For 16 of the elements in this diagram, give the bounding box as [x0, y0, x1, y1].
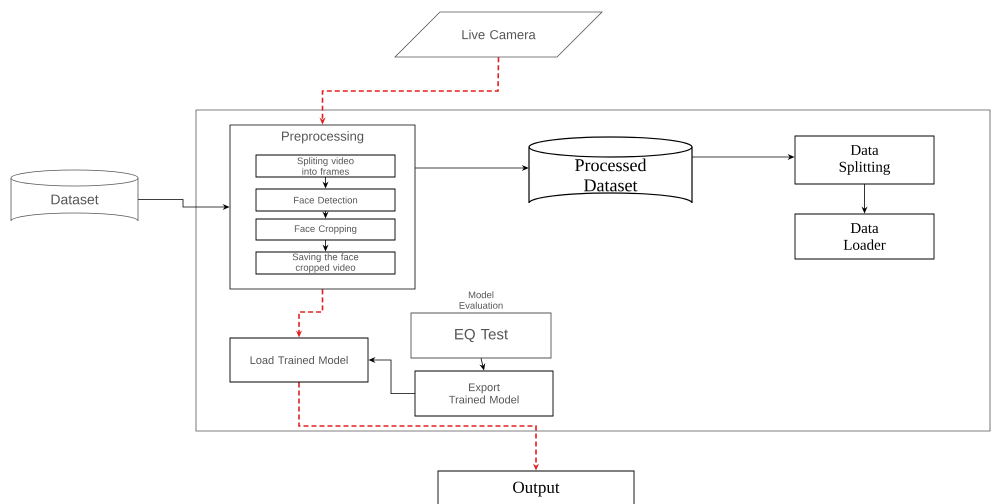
process-box: Data Loader	[794, 214, 934, 260]
box-heading: Model Evaluation	[460, 291, 503, 309]
database-cylinder: Dataset	[10, 170, 138, 222]
process-box: EQ Test	[410, 312, 552, 358]
process-box: Export Trained Model	[414, 370, 554, 416]
node-label: Dataset	[52, 194, 99, 204]
output-box: Output	[438, 470, 634, 504]
step-box: Spliting video into frames	[256, 154, 396, 178]
step-box: Face Detection	[256, 188, 396, 212]
system-frame	[196, 110, 990, 432]
process-box: Data Splitting	[794, 136, 934, 184]
process-box: Load Trained Model	[230, 338, 368, 382]
step-box: Saving the face cropped video	[256, 252, 396, 274]
database-cylinder: Processed Dataset	[528, 136, 693, 204]
node-label: Processed Dataset	[575, 158, 646, 192]
step-box: Face Cropping	[256, 218, 396, 240]
